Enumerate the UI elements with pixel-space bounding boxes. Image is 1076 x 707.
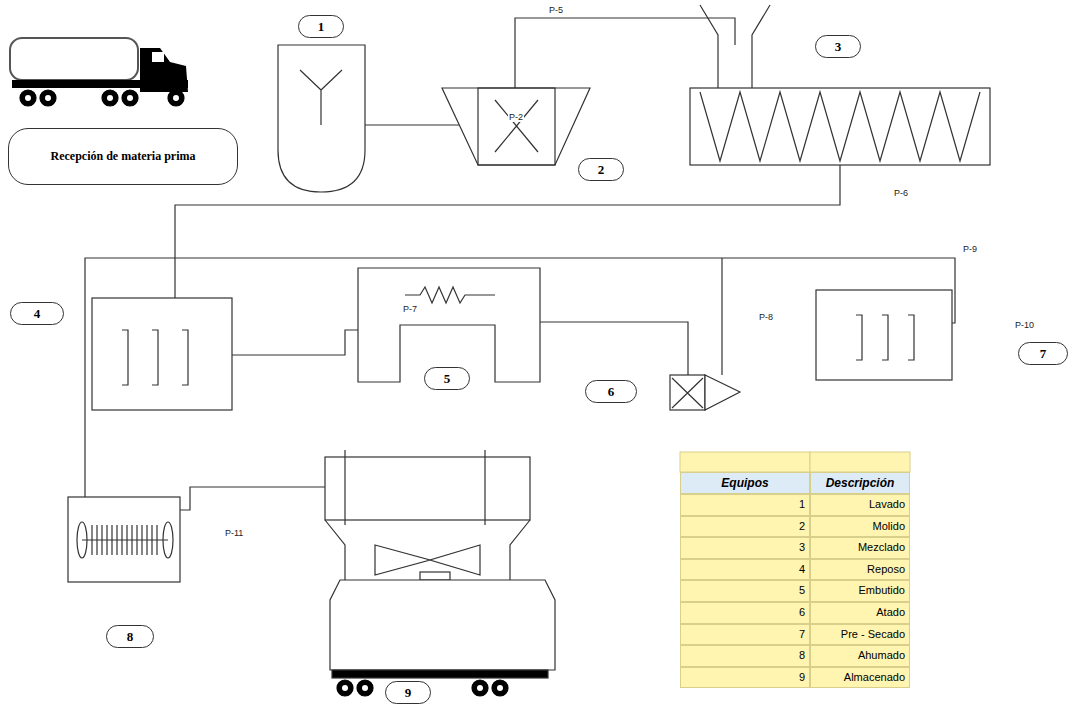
- table-cell: 3: [680, 537, 810, 559]
- table-cell: 7: [680, 624, 810, 646]
- table-cell: 1: [680, 494, 810, 516]
- table-cell: 2: [680, 516, 810, 538]
- node-text: Recepción de materia prima: [51, 149, 196, 164]
- callout-number: 7: [1018, 342, 1068, 365]
- pipe-tag: P-11: [224, 528, 244, 538]
- table-cell: Ahumado: [810, 645, 910, 667]
- table-cell: 5: [680, 580, 810, 602]
- table-cell: 6: [680, 602, 810, 624]
- callout-number: 1: [298, 15, 344, 38]
- callout-number: 8: [106, 625, 154, 648]
- callout-number: 5: [424, 367, 470, 390]
- pipe-tag: P-9: [962, 244, 978, 254]
- node-text: 7: [1040, 346, 1047, 362]
- pipe-tag: P-10: [1014, 320, 1035, 330]
- node-text: 3: [835, 39, 842, 55]
- reception-box: Recepción de materia prima: [8, 128, 238, 185]
- node-text: 1: [318, 19, 325, 35]
- table-cell: Almacenado: [810, 667, 910, 689]
- callout-number: 2: [578, 158, 624, 181]
- callout-number: 9: [385, 681, 431, 704]
- node-text: 2: [598, 162, 605, 178]
- node-text: 4: [34, 306, 41, 322]
- node-text: 9: [405, 685, 412, 701]
- pipe-tag: P-2: [508, 112, 524, 122]
- table-cell: Atado: [810, 602, 910, 624]
- table-cell: 9: [680, 667, 810, 689]
- callout-number: 3: [815, 35, 861, 58]
- table-cell: Mezclado: [810, 537, 910, 559]
- callout-number: 4: [10, 302, 64, 325]
- node-text: 8: [127, 629, 134, 645]
- table-cell: Reposo: [810, 559, 910, 581]
- table-cell: 4: [680, 559, 810, 581]
- pipe-tag: P-5: [548, 5, 564, 15]
- table-cell: Embutido: [810, 580, 910, 602]
- table-cell: Lavado: [810, 494, 910, 516]
- pipe-tag: P-7: [402, 304, 418, 314]
- callout-number: 6: [585, 380, 637, 403]
- node-text: 6: [608, 384, 615, 400]
- table-cell: Descripción: [810, 472, 910, 494]
- table-cell: 8: [680, 645, 810, 667]
- pipe-tag: P-8: [758, 312, 774, 322]
- table-cell: Pre - Secado: [810, 624, 910, 646]
- table-cell: Equipos: [680, 472, 810, 494]
- pipe-tag: P-6: [893, 188, 909, 198]
- table-cell: Molido: [810, 516, 910, 538]
- node-text: 5: [444, 371, 451, 387]
